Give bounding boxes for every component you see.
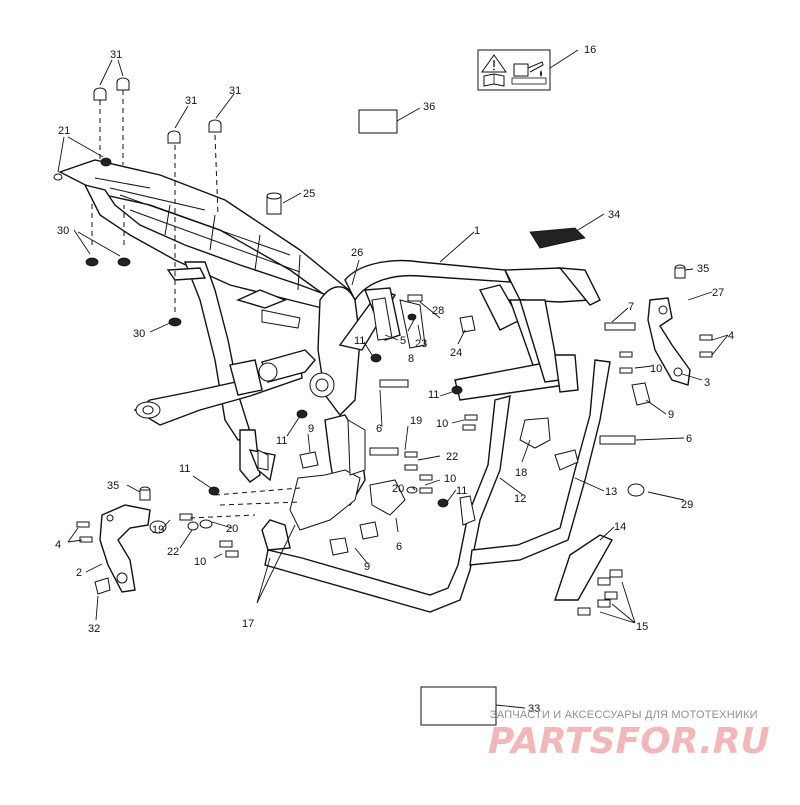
watermark-caption: ЗАПЧАСТИ И АКСЕССУАРЫ ДЛЯ МОТОТЕХНИКИ xyxy=(490,709,758,721)
callout-31: 31 xyxy=(229,85,241,97)
side-bracket-left xyxy=(94,504,167,595)
callout-15: 15 xyxy=(636,621,648,633)
callout-28: 28 xyxy=(432,305,444,317)
side-bracket-right xyxy=(647,297,691,386)
label-33-box xyxy=(420,686,526,726)
callout-10: 10 xyxy=(194,556,206,568)
callout-25: 25 xyxy=(303,188,315,200)
callout-10: 10 xyxy=(650,363,662,375)
callout-23: 23 xyxy=(415,338,427,350)
callout-33: 33 xyxy=(528,703,540,715)
callout-36: 36 xyxy=(423,101,435,113)
callout-4: 4 xyxy=(55,539,61,551)
callout-27: 27 xyxy=(712,287,724,299)
callout-35: 35 xyxy=(107,480,119,492)
leader-lines xyxy=(57,59,729,624)
callout-2: 2 xyxy=(76,567,82,579)
callout-4: 4 xyxy=(728,330,734,342)
callout-24: 24 xyxy=(450,347,462,359)
rear-subframe xyxy=(58,159,356,441)
plate-14 xyxy=(554,534,613,601)
callout-11: 11 xyxy=(456,485,467,497)
callout-10: 10 xyxy=(444,473,456,485)
callout-10: 10 xyxy=(436,418,448,430)
manual-book-icon xyxy=(483,73,505,87)
callout-19: 19 xyxy=(410,415,422,427)
callout-31: 31 xyxy=(185,95,197,107)
callout-19: 19 xyxy=(152,524,164,536)
callout-35: 35 xyxy=(697,263,709,275)
callout-21: 21 xyxy=(58,125,70,137)
callout-numbers: 1 2 3 4 4 5 6 6 6 7 8 9 9 9 10 10 10 10 … xyxy=(55,44,734,715)
callout-9: 9 xyxy=(364,561,370,573)
callout-32: 32 xyxy=(88,623,100,635)
callout-8: 8 xyxy=(408,353,414,365)
callout-14: 14 xyxy=(614,521,626,533)
assembly-lines xyxy=(91,90,301,519)
callout-12: 12 xyxy=(514,493,526,505)
warning-triangle-icon xyxy=(481,54,507,73)
callout-3: 3 xyxy=(704,377,710,389)
callout-13: 13 xyxy=(605,486,617,498)
callout-20: 20 xyxy=(392,483,404,495)
callout-30: 30 xyxy=(57,225,69,237)
callout-16: 16 xyxy=(584,44,596,56)
fasteners xyxy=(53,77,713,616)
label-36-box xyxy=(358,107,421,134)
callout-30: 30 xyxy=(133,328,145,340)
small-parts xyxy=(257,192,651,556)
callout-20: 20 xyxy=(226,523,238,535)
callout-31: 31 xyxy=(110,49,122,61)
warning-label-16 xyxy=(477,49,579,91)
oil-can-icon xyxy=(511,61,547,85)
callout-22: 22 xyxy=(167,546,179,558)
callout-9: 9 xyxy=(308,423,314,435)
callout-1: 1 xyxy=(474,225,480,237)
callout-34: 34 xyxy=(608,209,620,221)
callout-11: 11 xyxy=(276,435,287,447)
callout-26: 26 xyxy=(351,247,363,259)
callout-6: 6 xyxy=(396,541,402,553)
callout-5: 5 xyxy=(400,335,406,347)
callout-9: 9 xyxy=(668,409,674,421)
lower-cradle xyxy=(261,359,611,613)
watermark-logo: PARTSFOR.RU xyxy=(488,721,770,762)
callout-11: 11 xyxy=(179,463,190,475)
callout-22: 22 xyxy=(446,451,458,463)
callout-11: 11 xyxy=(428,389,439,401)
callout-17: 17 xyxy=(242,618,254,630)
callout-18: 18 xyxy=(515,467,527,479)
callout-6: 6 xyxy=(686,433,692,445)
watermark: ЗАПЧАСТИ И АКСЕССУАРЫ ДЛЯ МОТОТЕХНИКИ PA… xyxy=(488,709,770,762)
callout-7: 7 xyxy=(628,301,634,313)
callout-6: 6 xyxy=(376,423,382,435)
callout-29: 29 xyxy=(681,499,693,511)
callout-11: 11 xyxy=(354,335,365,347)
